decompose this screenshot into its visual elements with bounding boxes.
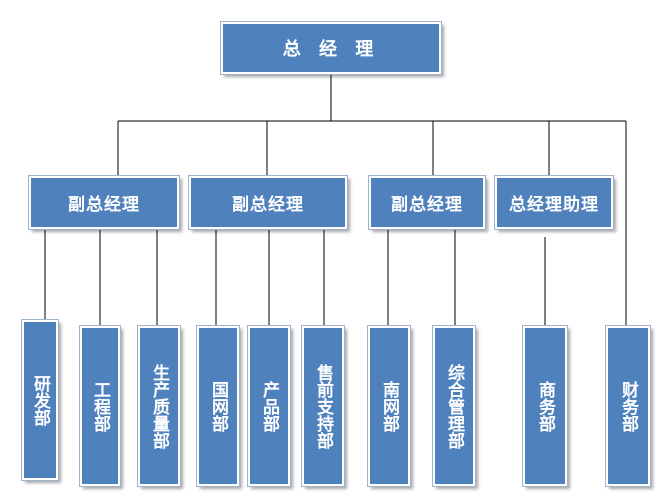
node-dept-presales: 售前支持部 [301, 325, 345, 487]
node-dept-general-admin: 综合管理部 [432, 325, 476, 487]
node-dept-finance: 财务部 [605, 325, 651, 487]
node-gm-assistant: 总经理助理 [494, 175, 614, 230]
node-dept-south-grid: 南网部 [367, 325, 411, 487]
node-label: 总 经 理 [282, 39, 380, 60]
node-label: 生产质量部 [149, 363, 169, 449]
node-label: 产品部 [259, 380, 279, 432]
node-label: 副总经理 [232, 195, 304, 215]
node-label: 总经理助理 [509, 195, 599, 215]
node-label: 南网部 [379, 380, 399, 432]
node-label: 工程部 [90, 380, 110, 432]
node-label: 财务部 [618, 380, 638, 432]
node-vice-gm-1: 副总经理 [28, 175, 180, 230]
node-dept-business: 商务部 [522, 325, 568, 487]
node-label: 副总经理 [68, 195, 140, 215]
node-general-manager: 总 经 理 [220, 21, 442, 75]
node-vice-gm-3: 副总经理 [368, 175, 486, 230]
node-label: 商务部 [535, 380, 555, 432]
node-label: 研发部 [30, 374, 50, 426]
node-dept-rd: 研发部 [21, 319, 59, 481]
node-dept-product: 产品部 [247, 325, 291, 487]
node-label: 国网部 [208, 380, 228, 432]
node-dept-state-grid: 国网部 [196, 325, 240, 487]
node-label: 综合管理部 [444, 363, 464, 449]
node-label: 副总经理 [391, 195, 463, 215]
node-dept-production-quality: 生产质量部 [137, 325, 181, 487]
node-dept-engineering: 工程部 [79, 325, 121, 487]
node-vice-gm-2: 副总经理 [188, 175, 348, 230]
node-label: 售前支持部 [313, 363, 333, 449]
